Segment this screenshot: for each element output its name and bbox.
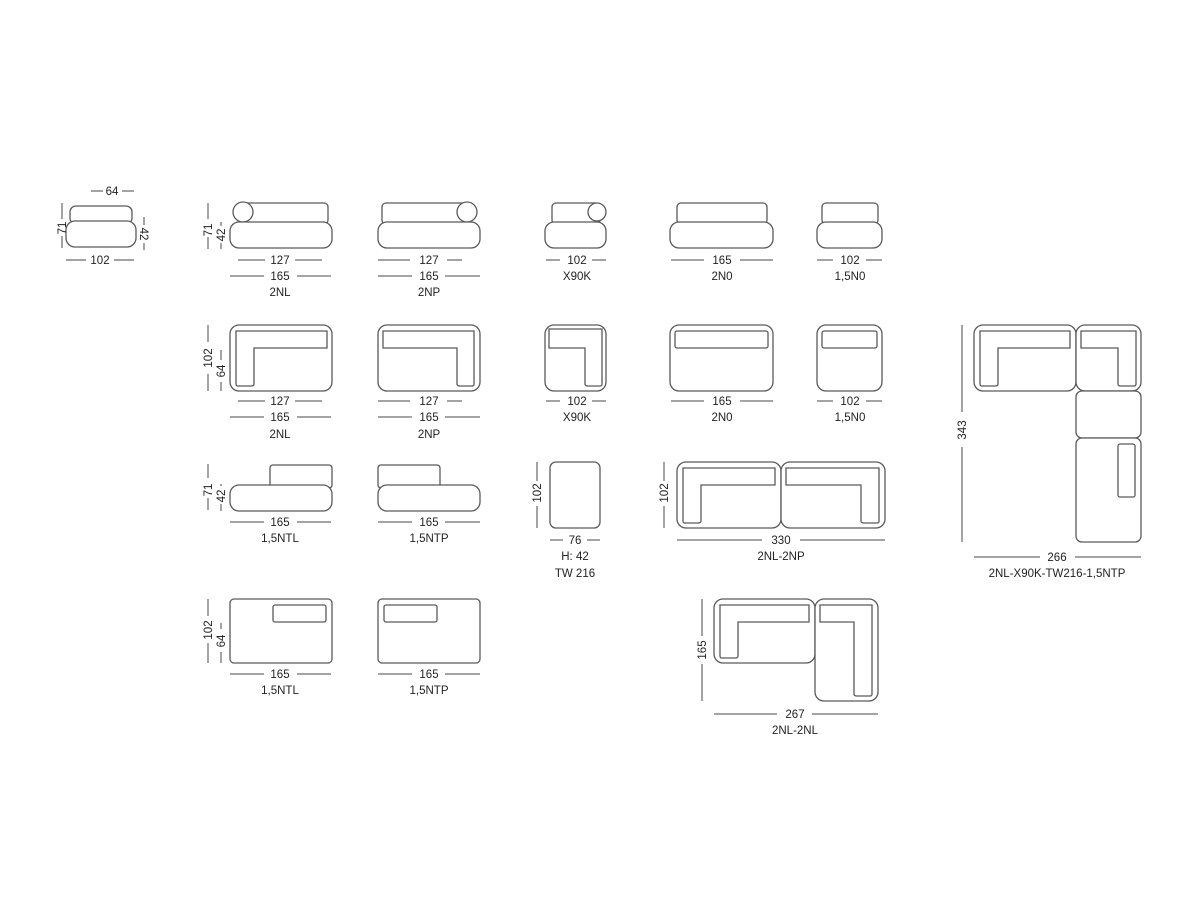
dim-depth: 102 xyxy=(532,483,544,502)
module-top-2np: 127 165 2NP xyxy=(377,324,481,441)
dim-depth: 165 xyxy=(697,640,709,659)
dim-w-total: 165 xyxy=(712,255,731,267)
dim-w-total: 102 xyxy=(90,255,109,267)
dim-w-total: 165 xyxy=(270,669,289,681)
dim-w-total: 165 xyxy=(419,669,438,681)
module-front-1-5ntp: 165 1,5NTP xyxy=(377,464,481,545)
dim-width: 76 xyxy=(569,535,582,547)
dim-w-inner: 127 xyxy=(270,255,289,267)
dim-w-total: 102 xyxy=(840,255,859,267)
dim-h-seat: 42 xyxy=(216,229,228,242)
module-code: 2NL xyxy=(269,429,291,441)
dim-w-total: 165 xyxy=(712,396,731,408)
module-top-1-5ntp: 165 1,5NTP xyxy=(377,598,481,697)
dim-w-total: 102 xyxy=(840,396,859,408)
dim-depth-seat: 64 xyxy=(216,364,228,377)
module-code: 1,5NTP xyxy=(410,685,449,697)
dim-w-total: 267 xyxy=(785,709,804,721)
module-top-1-5ntl: 102 64 165 1,5NTL xyxy=(203,598,333,697)
module-code: 2NL xyxy=(269,287,291,299)
module-top-2n0: 165 2N0 xyxy=(669,324,774,424)
module-code: TW 216 xyxy=(555,568,595,580)
dim-w-total: 165 xyxy=(270,412,289,424)
module-code: X90K xyxy=(563,271,591,283)
module-code: 2NL-2NP xyxy=(757,551,805,563)
module-front-2n0: 165 2N0 xyxy=(669,202,774,283)
module-top-2nl: 102 64 127 165 2NL xyxy=(203,324,333,441)
dim-w-inner: 127 xyxy=(270,396,289,408)
module-front-2np: 127 165 2NP xyxy=(377,201,481,299)
combo-2nl-2np: 102 330 2NL-2NP xyxy=(659,461,886,563)
dim-w-total: 165 xyxy=(419,412,438,424)
dim-depth: 343 xyxy=(957,420,969,439)
module-code: 2N0 xyxy=(711,271,732,283)
module-code: 2NL-X90K-TW216-1,5NTP xyxy=(989,568,1126,580)
module-front-2nl: 71 42 127 165 2NL xyxy=(203,201,333,299)
table-tw216: 102 76 H: 42 TW 216 xyxy=(532,461,601,580)
dim-h-total: 71 xyxy=(203,484,215,497)
module-code: 1,5NTL xyxy=(261,533,299,545)
dim-w-top: 64 xyxy=(106,186,119,198)
module-top-1-5n0: 102 1,5N0 xyxy=(816,324,883,424)
module-code: 1,5NTP xyxy=(410,533,449,545)
dim-w-total: 165 xyxy=(419,271,438,283)
dim-h-seat: 42 xyxy=(137,228,149,241)
module-code: 1,5NTL xyxy=(261,685,299,697)
dim-depth-seat: 64 xyxy=(216,634,228,647)
module-code: 1,5N0 xyxy=(835,412,866,424)
module-code: 2NP xyxy=(418,287,441,299)
module-code: 2NP xyxy=(418,429,441,441)
dim-height: H: 42 xyxy=(561,551,589,563)
dim-depth-total: 102 xyxy=(203,348,215,367)
module-front-1-5n0: 102 1,5N0 xyxy=(816,202,883,283)
module-code: 1,5N0 xyxy=(835,271,866,283)
dim-h-total: 71 xyxy=(57,222,69,235)
dim-w-total: 165 xyxy=(270,271,289,283)
dim-w-total: 165 xyxy=(270,517,289,529)
dim-w-inner: 127 xyxy=(419,396,438,408)
module-code: 2NL-2NL xyxy=(772,725,819,737)
dim-h-total: 71 xyxy=(203,224,215,237)
dim-h-seat: 42 xyxy=(216,490,228,503)
dim-depth-total: 102 xyxy=(203,620,215,639)
combo-2nl-2nl-corner: 165 267 2NL-2NL xyxy=(697,598,879,737)
module-top-x90k: 102 X90K xyxy=(544,324,607,424)
dim-w-total: 330 xyxy=(771,535,790,547)
module-front-single: 64 71 42 102 xyxy=(57,186,149,267)
dim-depth: 102 xyxy=(659,483,671,502)
module-code: X90K xyxy=(563,412,591,424)
dim-w-total: 266 xyxy=(1047,552,1066,564)
dim-w-inner: 127 xyxy=(419,255,438,267)
dim-w-total: 102 xyxy=(567,255,586,267)
combo-large-corner: 343 266 2NL-X90K-TW216-1,5NTP xyxy=(957,324,1142,580)
dim-w-total: 102 xyxy=(567,396,586,408)
module-front-x90k: 102 X90K xyxy=(544,202,607,283)
dim-w-total: 165 xyxy=(419,517,438,529)
module-front-1-5ntl: 71 42 165 1,5NTL xyxy=(203,464,333,545)
module-code: 2N0 xyxy=(711,412,732,424)
